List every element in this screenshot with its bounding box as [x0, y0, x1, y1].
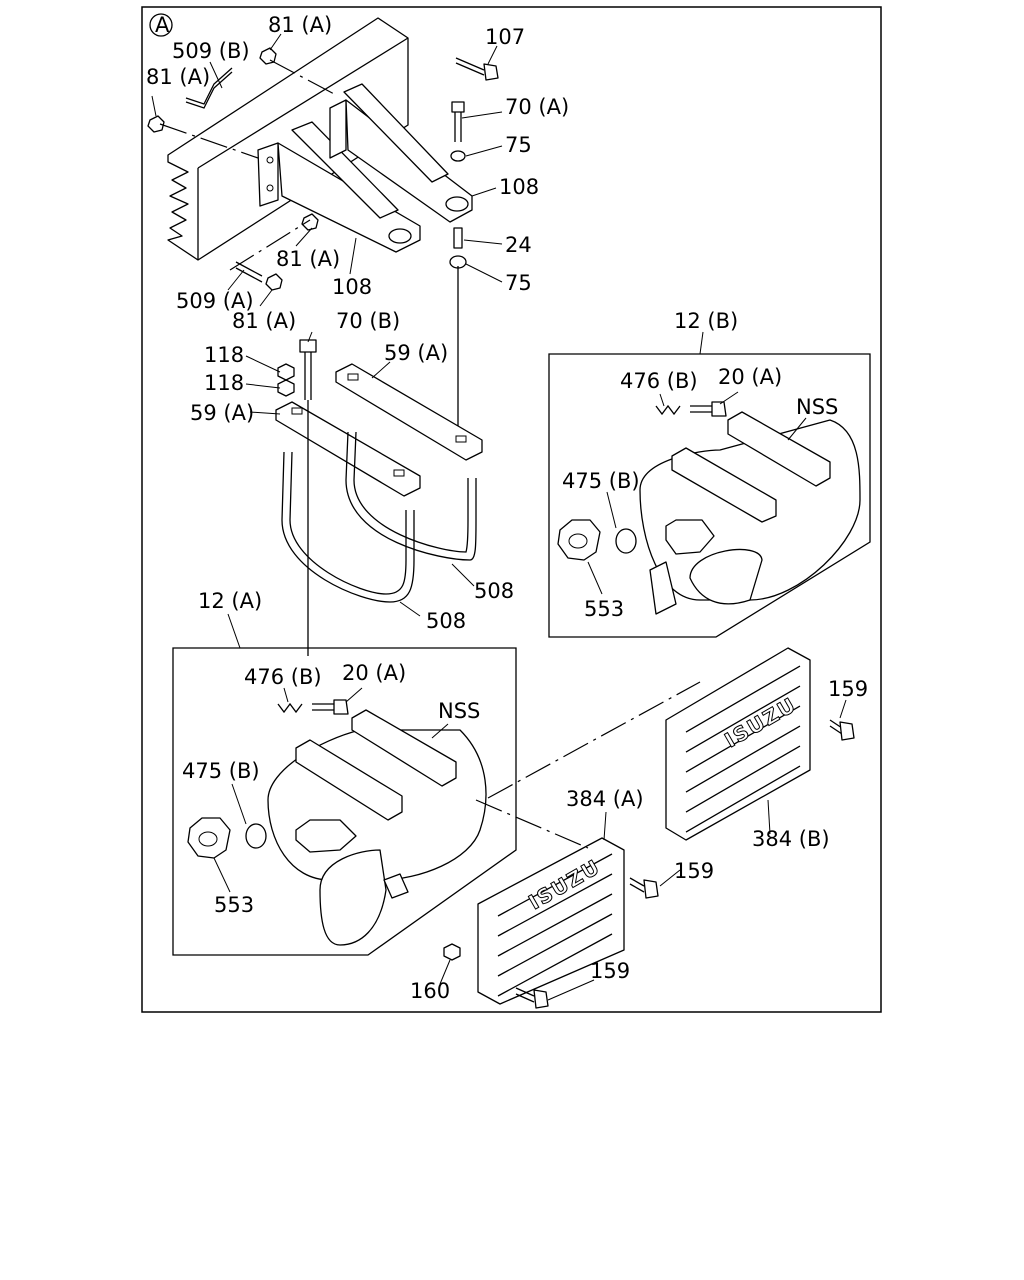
- heat-shield-384b: ISUZU: [665, 647, 811, 841]
- frame-rail: [167, 17, 409, 261]
- label-118-2: 118: [204, 371, 244, 395]
- bolt-159-bot: [515, 987, 549, 1009]
- label-108-bottom: 108: [332, 275, 372, 299]
- nut-118-2: [277, 379, 295, 397]
- label-384b: 384 (B): [752, 827, 830, 851]
- label-81a-top: 81 (A): [268, 13, 332, 37]
- callout-labels: 81 (A) 107 509 (B) 81 (A) 70 (A) 75 108 …: [146, 13, 868, 1003]
- label-107: 107: [485, 25, 525, 49]
- bolt-20a-right: [690, 401, 727, 417]
- nut-160: [443, 943, 461, 961]
- bolt-107: [455, 57, 499, 81]
- label-475b-right: 475 (B): [562, 469, 640, 493]
- label-70a: 70 (A): [505, 95, 569, 119]
- label-20a-right: 20 (A): [718, 365, 782, 389]
- pin-24: [453, 227, 463, 249]
- label-59a-right: 59 (A): [384, 341, 448, 365]
- hanger-bracket-108-right: [329, 83, 473, 223]
- view-marker-circle: [149, 13, 173, 37]
- label-75-bottom: 75: [505, 271, 532, 295]
- label-476b-right: 476 (B): [620, 369, 698, 393]
- label-509b: 509 (B): [172, 39, 250, 63]
- label-81a-mid: 81 (A): [276, 247, 340, 271]
- muffler-12b: [557, 411, 861, 615]
- bolt-159-top: [829, 719, 855, 741]
- label-159-bottom: 159: [590, 959, 630, 983]
- label-475b-left: 475 (B): [182, 759, 260, 783]
- label-75-top: 75: [505, 133, 532, 157]
- label-nss-right: NSS: [796, 395, 838, 419]
- strap-508-2: [281, 451, 415, 603]
- bolt-70a: [451, 101, 465, 142]
- label-508-2: 508: [426, 609, 466, 633]
- nut-81a-left: [147, 115, 165, 133]
- bolt-20a-left: [312, 699, 349, 715]
- bolt-159-mid: [629, 877, 659, 899]
- bolt-70b: [299, 339, 317, 400]
- label-509a: 509 (A): [176, 289, 254, 313]
- cross-member-59a-right: [335, 363, 483, 461]
- label-159-mid: 159: [674, 859, 714, 883]
- nut-118-1: [277, 363, 295, 381]
- label-70b: 70 (B): [336, 309, 400, 333]
- label-20a-left: 20 (A): [342, 661, 406, 685]
- assembly-12a-frame: [172, 647, 517, 956]
- nut-81a-low: [265, 273, 283, 291]
- label-12a: 12 (A): [198, 589, 262, 613]
- label-nss-left: NSS: [438, 699, 480, 723]
- spring-476b-left: [277, 702, 303, 714]
- label-59a-left: 59 (A): [190, 401, 254, 425]
- spring-476b-right: [655, 404, 681, 416]
- hanger-bracket-108-left: [257, 121, 421, 253]
- view-marker-label: A: [155, 13, 170, 37]
- label-160: 160: [410, 979, 450, 1003]
- label-81a-low: 81 (A): [232, 309, 296, 333]
- label-476b-left: 476 (B): [244, 665, 322, 689]
- label-118-1: 118: [204, 343, 244, 367]
- stud-509b: [185, 67, 233, 109]
- label-159-top: 159: [828, 677, 868, 701]
- label-24: 24: [505, 233, 532, 257]
- label-12b: 12 (B): [674, 309, 738, 333]
- strap-508-1: [345, 431, 477, 561]
- assembly-12b-frame: [548, 353, 871, 638]
- label-384a: 384 (A): [566, 787, 644, 811]
- muffler-12a: [187, 709, 487, 946]
- stud-509a: [235, 261, 263, 283]
- nut-81a-mid: [301, 213, 319, 231]
- washer-75-top: [450, 150, 466, 162]
- label-553-right: 553: [584, 597, 624, 621]
- label-81a-left: 81 (A): [146, 65, 210, 89]
- cross-member-59a-left: [275, 401, 421, 497]
- label-508-1: 508: [474, 579, 514, 603]
- diagram-frame: [141, 6, 882, 1013]
- leader-lines: [151, 33, 847, 1001]
- label-553-left: 553: [214, 893, 254, 917]
- label-108-right: 108: [499, 175, 539, 199]
